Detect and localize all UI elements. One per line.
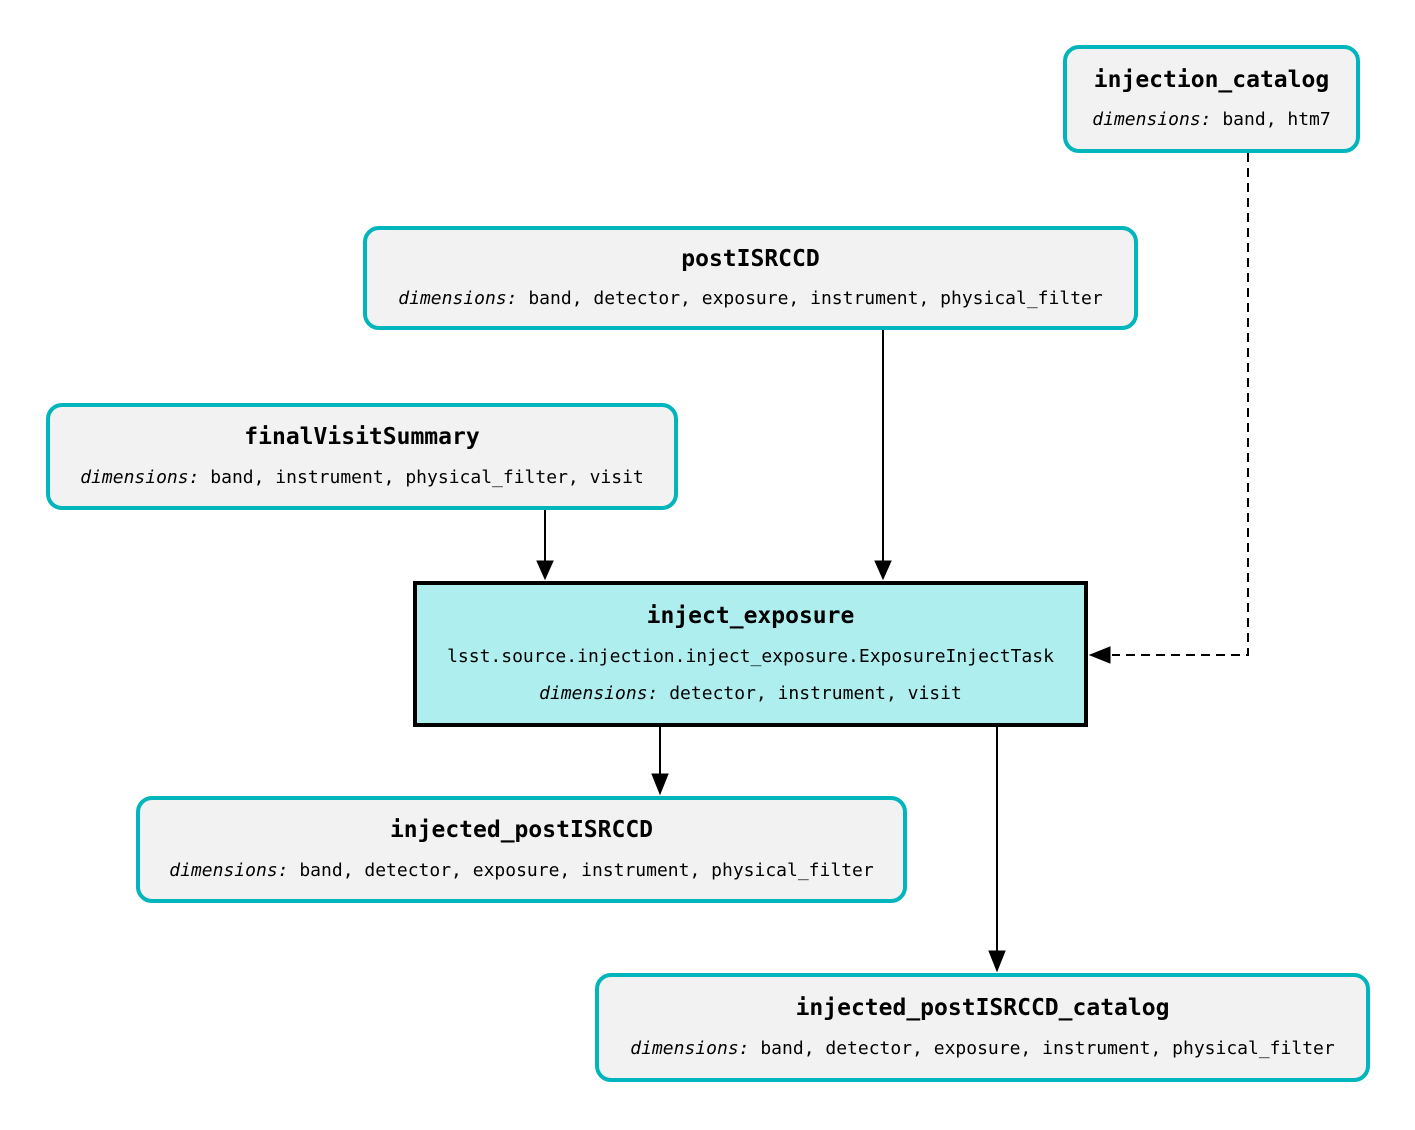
edge-postisrccd-to-inject-exposure: [874, 330, 892, 581]
node-dimensions: dimensions: band, detector, exposure, in…: [630, 1037, 1335, 1060]
node-injected-postisrccd: injected_postISRCCD dimensions: band, de…: [136, 796, 907, 903]
dimensions-label: dimensions:: [1092, 109, 1212, 131]
node-title: injection_catalog: [1093, 66, 1330, 93]
node-injected-postisrccd-catalog: injected_postISRCCD_catalog dimensions: …: [595, 973, 1370, 1082]
edge-finalvisitsummary-to-inject-exposure: [536, 510, 554, 581]
arrowhead-down-icon: [651, 773, 669, 796]
dimensions-label: dimensions:: [169, 859, 289, 881]
dimensions-label: dimensions:: [398, 288, 518, 310]
dimensions-value: detector, instrument, visit: [669, 683, 962, 705]
edge-inject-exposure-to-injected-postisrccd-catalog: [988, 727, 1006, 973]
task-class: lsst.source.injection.inject_exposure.Ex…: [447, 645, 1054, 667]
node-dimensions: dimensions: band, htm7: [1092, 110, 1330, 131]
edge-line-dashed: [1112, 153, 1249, 656]
node-finalvisitsummary: finalVisitSummary dimensions: band, inst…: [46, 403, 678, 510]
node-title: finalVisitSummary: [244, 424, 480, 451]
node-title: inject_exposure: [646, 603, 855, 630]
dimensions-label: dimensions:: [539, 683, 659, 705]
dimensions-value: band, detector, exposure, instrument, ph…: [528, 288, 1103, 310]
arrowhead-down-icon: [988, 950, 1006, 973]
arrowhead-left-icon: [1088, 646, 1111, 664]
node-title: postISRCCD: [681, 245, 820, 272]
dimensions-value: band, detector, exposure, instrument, ph…: [299, 859, 874, 881]
dimensions-value: band, htm7: [1222, 109, 1331, 131]
node-dimensions: dimensions: band, instrument, physical_f…: [80, 466, 644, 489]
dimensions-value: band, instrument, physical_filter, visit: [210, 466, 644, 488]
node-dimensions: dimensions: band, detector, exposure, in…: [169, 859, 874, 882]
node-inject-exposure: inject_exposure lsst.source.injection.in…: [413, 581, 1088, 727]
node-title: injected_postISRCCD: [389, 817, 654, 844]
dimensions-label: dimensions:: [630, 1037, 750, 1059]
node-dimensions: dimensions: band, detector, exposure, in…: [398, 289, 1102, 310]
arrowhead-down-icon: [536, 560, 554, 581]
arrowhead-down-icon: [874, 560, 892, 581]
edge-inject-exposure-to-injected-postisrccd: [651, 727, 669, 796]
dimensions-value: band, detector, exposure, instrument, ph…: [760, 1037, 1335, 1059]
dimensions-label: dimensions:: [80, 466, 200, 488]
node-title: injected_postISRCCD_catalog: [795, 995, 1170, 1022]
node-dimensions: dimensions: detector, instrument, visit: [539, 683, 962, 705]
node-postisrccd: postISRCCD dimensions: band, detector, e…: [363, 226, 1138, 330]
edge-injection-catalog-to-inject-exposure: [1088, 153, 1249, 664]
node-injection-catalog: injection_catalog dimensions: band, htm7: [1063, 45, 1360, 153]
